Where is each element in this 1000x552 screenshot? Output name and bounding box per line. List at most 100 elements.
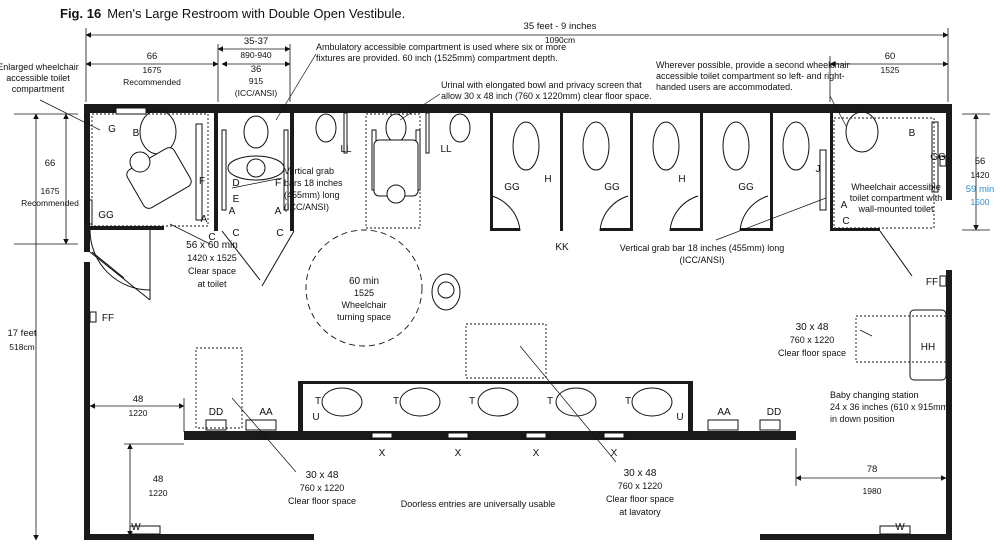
dim-left-depth-metric: 1675 bbox=[41, 186, 60, 196]
note-turning-3: Wheelchair bbox=[341, 300, 386, 310]
dim-right-depth-min-metric: 1500 bbox=[971, 197, 990, 207]
note-urinal-1: Urinal with elongated bowl and privacy s… bbox=[441, 80, 642, 90]
label-w-right: W bbox=[895, 522, 905, 533]
note-grab-left-2: bars 18 inches bbox=[284, 178, 343, 188]
note-turning-1: 60 min bbox=[349, 276, 379, 287]
annotation-notes: Enlarged wheelchair accessible toilet co… bbox=[0, 42, 951, 517]
label-u-2: U bbox=[676, 412, 683, 423]
label-d: D bbox=[232, 178, 239, 189]
note-clear-toilet-4: at toilet bbox=[197, 279, 227, 289]
dim-right-depth-metric: 1420 bbox=[971, 170, 990, 180]
note-clear-lav-2: 760 x 1220 bbox=[618, 481, 663, 491]
dim-overall-width-metric: 1090cm bbox=[545, 35, 575, 45]
walls bbox=[84, 104, 952, 540]
label-a-amb-right: A bbox=[275, 206, 282, 217]
dim-overall-width: 35 feet - 9 inches bbox=[524, 21, 597, 32]
note-clear-right-2: 760 x 1220 bbox=[790, 335, 835, 345]
dim-left-comp-note: Recommended bbox=[123, 77, 181, 87]
label-c-amb: C bbox=[232, 228, 239, 239]
label-gg-stall-1: GG bbox=[504, 182, 520, 193]
note-grab-left-3: (455mm) long bbox=[284, 190, 340, 200]
label-t-3: T bbox=[469, 396, 475, 407]
note-clear-toilet-3: Clear space bbox=[188, 266, 236, 276]
label-gg-stall-2: GG bbox=[604, 182, 620, 193]
note-second-3: handed users are accommodated. bbox=[656, 82, 793, 92]
leader-lines bbox=[39, 53, 873, 473]
label-gg-left: GG bbox=[98, 210, 114, 221]
dim-room-depth-metric: 518cm bbox=[9, 342, 35, 352]
label-ll-1: LL bbox=[340, 144, 352, 155]
clear-floor-areas bbox=[91, 113, 947, 429]
note-clear-toilet-2: 1420 x 1525 bbox=[187, 253, 237, 263]
figure-title: Fig. 16 Men's Large Restroom with Double … bbox=[60, 6, 405, 21]
figure-caption: Men's Large Restroom with Double Open Ve… bbox=[107, 6, 405, 21]
label-g: G bbox=[108, 124, 116, 135]
note-enlarged-1: Enlarged wheelchair bbox=[0, 62, 79, 72]
ambulatory-user bbox=[227, 155, 285, 181]
dim-amb-depth: 35-37 bbox=[244, 36, 268, 47]
note-clear-left-1: 30 x 48 bbox=[306, 470, 339, 481]
dim-right-comp: 60 bbox=[885, 51, 896, 62]
dimension-texts: 35 feet - 9 inches 1090cm 66 1675 Recomm… bbox=[7, 21, 994, 498]
wheelchair-user-urinal bbox=[373, 139, 419, 204]
figure-number: Fig. 16 bbox=[60, 6, 101, 21]
label-kk: KK bbox=[555, 242, 569, 253]
person-turning bbox=[431, 273, 461, 311]
dim-amb-depth-metric: 890-940 bbox=[240, 50, 271, 60]
dim-right-comp-metric: 1525 bbox=[881, 65, 900, 75]
note-wall-3: wall-mounted toilet bbox=[857, 204, 934, 214]
note-grab-right-1: Vertical grab bar 18 inches (455mm) long bbox=[620, 243, 785, 253]
note-baby-1: Baby changing station bbox=[830, 390, 919, 400]
label-j: J bbox=[816, 164, 821, 175]
label-gg-stall-3: GG bbox=[738, 182, 754, 193]
dim-amb-width: 36 bbox=[251, 64, 262, 75]
note-baby-2: 24 x 36 inches (610 x 915mm) bbox=[830, 402, 951, 412]
note-grab-right-2: (ICC/ANSI) bbox=[680, 255, 725, 265]
label-ff-right: FF bbox=[926, 277, 938, 288]
dim-right-entry: 78 bbox=[867, 464, 878, 475]
label-e: E bbox=[233, 194, 240, 205]
note-clear-toilet-1: 56 x 60 min bbox=[186, 240, 238, 251]
note-grab-left-1: Vertical grab bbox=[284, 166, 334, 176]
note-wall-1: Wheelchair accessible bbox=[851, 182, 941, 192]
note-ambulatory-1: Ambulatory accessible compartment is use… bbox=[316, 42, 566, 52]
label-h-1: H bbox=[544, 174, 551, 185]
dim-right-depth: 56 bbox=[975, 156, 986, 167]
note-second-1: Wherever possible, provide a second whee… bbox=[656, 60, 850, 70]
note-clear-lav-1: 30 x 48 bbox=[624, 468, 657, 479]
label-x-2: X bbox=[455, 448, 462, 459]
label-dd-right: DD bbox=[767, 407, 781, 418]
note-clear-left-2: 760 x 1220 bbox=[300, 483, 345, 493]
label-dd-left: DD bbox=[209, 407, 223, 418]
dim-amb-width-metric: 915 bbox=[249, 76, 263, 86]
label-b-right: B bbox=[909, 128, 916, 139]
note-enlarged-3: compartment bbox=[12, 84, 65, 94]
dim-room-depth: 17 feet bbox=[7, 328, 36, 339]
dim-amb-width-note: (ICC/ANSI) bbox=[235, 88, 278, 98]
note-clear-left-3: Clear floor space bbox=[288, 496, 356, 506]
dim-entry-width-metric: 1220 bbox=[129, 408, 148, 418]
note-wall-2: toilet compartment with bbox=[850, 193, 943, 203]
label-f-amb: F bbox=[275, 178, 281, 189]
note-grab-left-4: (ICC/ANSI) bbox=[284, 202, 329, 212]
note-turning-2: 1525 bbox=[354, 288, 374, 298]
label-x-4: X bbox=[611, 448, 618, 459]
label-a-right: A bbox=[841, 200, 848, 211]
label-t-2: T bbox=[393, 396, 399, 407]
note-clear-right-1: 30 x 48 bbox=[796, 322, 829, 333]
label-c-left: C bbox=[208, 232, 215, 243]
label-b-left: B bbox=[133, 128, 140, 139]
note-second-2: accessible toilet compartment so left- a… bbox=[656, 71, 845, 81]
note-baby-3: in down position bbox=[830, 414, 895, 424]
note-enlarged-2: accessible toilet bbox=[6, 73, 70, 83]
dim-entry-depth: 48 bbox=[153, 474, 164, 485]
label-x-3: X bbox=[533, 448, 540, 459]
note-ambulatory-2: fixtures are provided. 60 inch (1525mm) … bbox=[316, 53, 558, 63]
label-f-left: F bbox=[199, 176, 205, 187]
label-aa-left: AA bbox=[259, 407, 273, 418]
dim-left-depth: 66 bbox=[45, 158, 56, 169]
note-clear-lav-3: Clear floor space bbox=[606, 494, 674, 504]
dim-left-depth-note: Recommended bbox=[21, 198, 79, 208]
label-u-1: U bbox=[312, 412, 319, 423]
